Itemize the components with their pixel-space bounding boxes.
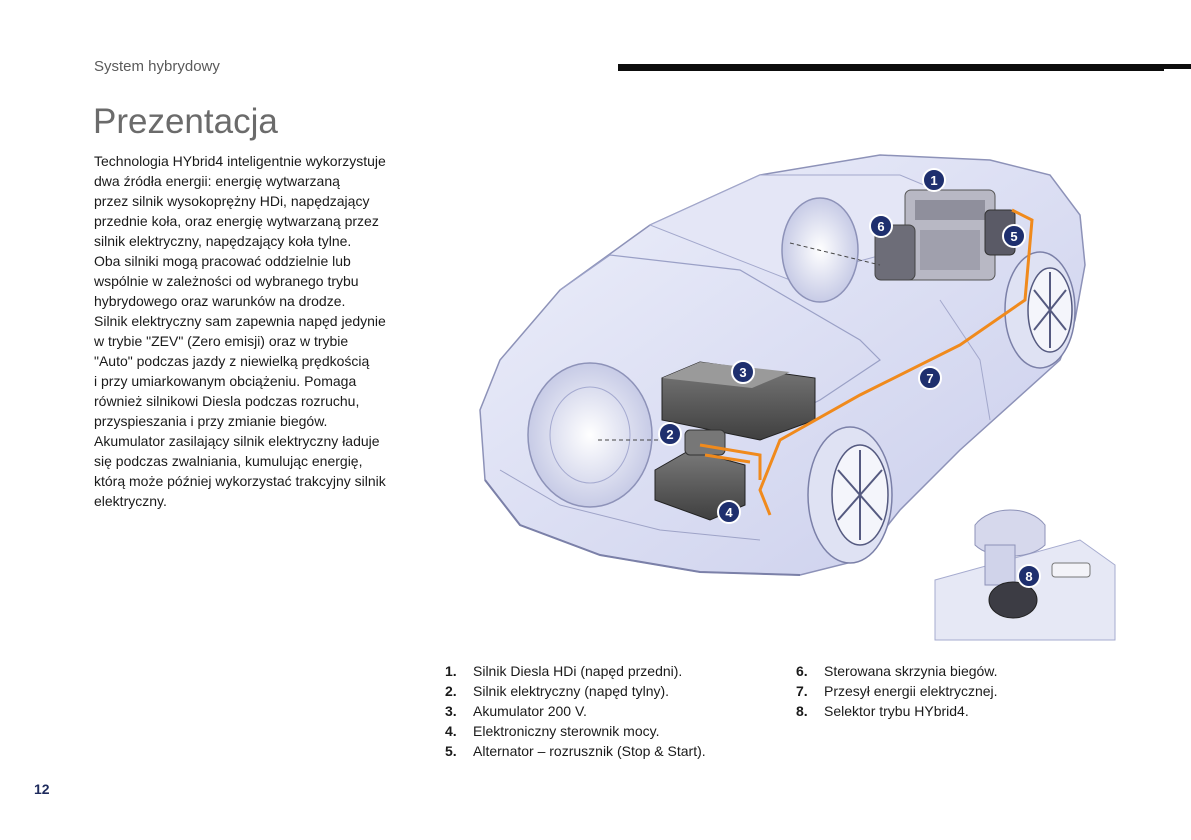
callout-7: 7	[918, 366, 942, 390]
callout-5: 5	[1002, 224, 1026, 248]
intro-line: elektryczny.	[94, 493, 167, 509]
callout-7-label: 7	[926, 371, 933, 386]
rear-wheel	[807, 426, 893, 564]
callout-5-label: 5	[1010, 229, 1017, 244]
header-rule-tip	[1164, 64, 1191, 69]
legend-item: 4. Elektroniczny sterownik mocy.	[445, 721, 706, 741]
gearbox	[874, 224, 916, 281]
legend-number: 3.	[445, 703, 457, 719]
intro-line: Akumulator zasilający silnik elektryczny…	[94, 433, 380, 449]
legend-text: Elektroniczny sterownik mocy.	[473, 723, 660, 739]
legend-item: 8. Selektor trybu HYbrid4.	[796, 701, 998, 721]
intro-line: i przy umiarkowanym obciążeniu. Pomaga	[94, 373, 357, 389]
intro-line: Technologia HYbrid4 inteligentnie wykorz…	[94, 153, 386, 169]
hybrid-car-illustration: 1 2 3 4 5 6 7 8	[479, 154, 1116, 641]
intro-line: dwa źródła energii: energię wytwarzaną	[94, 173, 340, 189]
front-wheel	[1004, 251, 1076, 369]
legend-item: 1. Silnik Diesla HDi (napęd przedni).	[445, 661, 706, 681]
intro-line: przyspieszania i przy zmianie biegów.	[94, 413, 328, 429]
legend-item: 3. Akumulator 200 V.	[445, 701, 706, 721]
intro-line: silnik elektryczny, napędzający koła tyl…	[94, 233, 352, 249]
legend-text: Selektor trybu HYbrid4.	[824, 703, 969, 719]
legend-text: Alternator – rozrusznik (Stop & Start).	[473, 743, 706, 759]
intro-line: się podczas zwalniania, kumulując energi…	[94, 453, 363, 469]
legend-item: 5. Alternator – rozrusznik (Stop & Start)…	[445, 741, 706, 761]
battery	[661, 361, 816, 441]
legend-number: 1.	[445, 663, 457, 679]
intro-line: hybrydowego oraz warunków na drodze.	[94, 293, 346, 309]
energy-lines	[699, 208, 1034, 516]
legend-number: 7.	[796, 683, 808, 699]
intro-line: wspólnie w zależności od wybranego trybu	[94, 273, 359, 289]
spare-wheel	[527, 362, 653, 508]
page-title: Prezentacja	[93, 102, 278, 141]
legend-item: 2. Silnik elektryczny (napęd tylny).	[445, 681, 706, 701]
guide-lines	[598, 242, 881, 441]
legend-number: 4.	[445, 723, 457, 739]
electric-motor	[684, 429, 726, 456]
callout-4: 4	[717, 500, 741, 524]
legend-number: 8.	[796, 703, 808, 719]
intro-line: "Auto" podczas jazdy z niewielką prędkoś…	[94, 353, 370, 369]
callout-6-label: 6	[877, 219, 884, 234]
legend-number: 6.	[796, 663, 808, 679]
callout-3-label: 3	[739, 365, 746, 380]
callout-8: 8	[1017, 564, 1041, 588]
legend-number: 2.	[445, 683, 457, 699]
legend-item: 6. Sterowana skrzynia biegów.	[796, 661, 998, 681]
legend-item: 7. Przesył energii elektrycznej.	[796, 681, 998, 701]
page-number: 12	[34, 781, 50, 797]
legend-text: Akumulator 200 V.	[473, 703, 587, 719]
callout-1-label: 1	[930, 173, 937, 188]
diesel-engine	[904, 189, 996, 281]
intro-line: przez silnik wysokoprężny HDi, napędzają…	[94, 193, 370, 209]
legend-left: 1. Silnik Diesla HDi (napęd przedni). 2. S…	[445, 661, 706, 761]
legend-number: 5.	[445, 743, 457, 759]
legend-text: Silnik Diesla HDi (napęd przedni).	[473, 663, 683, 679]
callout-1: 1	[922, 168, 946, 192]
intro-line: Silnik elektryczny sam zapewnia napęd je…	[94, 313, 386, 329]
header-rule	[618, 64, 1164, 71]
mode-selector-inset	[934, 509, 1116, 641]
legend-right: 6. Sterowana skrzynia biegów. 7. Przesył e…	[796, 661, 998, 721]
intro-line: Oba silniki mogą pracować oddzielnie lub	[94, 253, 351, 269]
legend-text: Sterowana skrzynia biegów.	[824, 663, 998, 679]
intro-line: przednie koła, oraz energię wytwarzaną p…	[94, 213, 379, 229]
section-title: System hybrydowy	[94, 58, 220, 75]
legend-text: Silnik elektryczny (napęd tylny).	[473, 683, 670, 699]
intro-line: którą może później wykorzystać trakcyjny…	[94, 473, 386, 489]
callout-3: 3	[731, 360, 755, 384]
callout-8-label: 8	[1025, 569, 1032, 584]
intro-line: w trybie "ZEV" (Zero emisji) oraz w tryb…	[94, 333, 349, 349]
callout-6: 6	[869, 214, 893, 238]
callout-2: 2	[658, 422, 682, 446]
callout-4-label: 4	[725, 505, 733, 520]
callout-2-label: 2	[666, 427, 673, 442]
legend-text: Przesył energii elektrycznej.	[824, 683, 998, 699]
intro-text: Technologia HYbrid4 inteligentnie wykorz…	[94, 151, 424, 511]
intro-line: również silnikowi Diesla podczas rozruch…	[94, 393, 360, 409]
